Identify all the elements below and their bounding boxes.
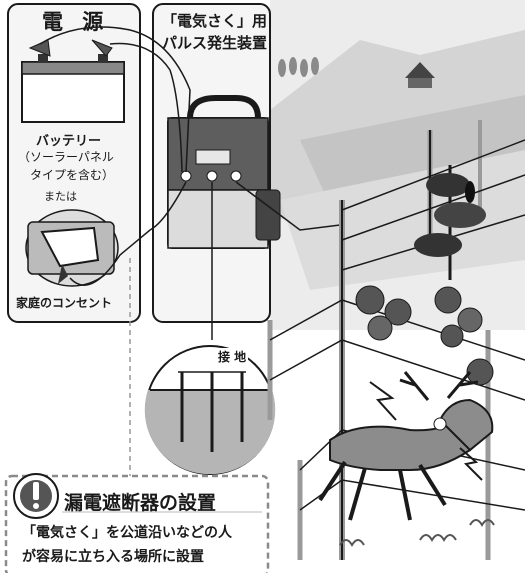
distant-trees [278, 57, 319, 77]
battery-clip-left [28, 39, 51, 57]
household-outlet [25, 209, 119, 287]
deer-legs [318, 460, 447, 521]
warning-box [4, 474, 270, 573]
battery-note-line2: タイプを含む） [30, 168, 115, 182]
generator-display [195, 149, 231, 165]
battery-clip-right [91, 39, 113, 57]
outlet-plug [58, 264, 68, 284]
wiring [39, 26, 341, 340]
generator-title: 「電気さく」用 [162, 12, 268, 30]
pulse-generator-device [167, 95, 281, 249]
power-title: 電 源 [42, 10, 110, 34]
warning-text-line1: 「電気さく」を公道沿いなどの人 [22, 525, 232, 541]
deer-antlers [399, 371, 479, 401]
battery-note-line1: （ソーラーパネル [18, 150, 114, 164]
landscape-background [270, 0, 525, 330]
generator-subtitle: パルス発生装置 [162, 34, 268, 52]
outlet-label: 家庭のコンセント [16, 296, 113, 310]
or-label: または [44, 190, 77, 203]
distant-house [405, 62, 435, 88]
ground-rods-circle [144, 345, 276, 475]
grass-tufts [339, 519, 495, 547]
generator-knob [206, 170, 218, 182]
warning-title: 漏電遮断器の設置 [64, 492, 217, 514]
battery [21, 39, 125, 123]
spark-mark [459, 447, 483, 481]
tomato-plants [355, 285, 494, 386]
generator-terminal-left [180, 170, 192, 182]
battery-label: バッテリー [36, 134, 102, 149]
eggplant-plant [414, 165, 486, 280]
ground-label: 接 地 [216, 348, 249, 365]
deer-shocked [318, 371, 494, 521]
exclamation-icon [13, 473, 59, 519]
warning-text-line2: が容易に立ち入る場所に設置 [22, 549, 204, 565]
generator-terminal-right [230, 170, 242, 182]
spark-mark [369, 381, 397, 421]
generator-side-handle [255, 189, 281, 241]
